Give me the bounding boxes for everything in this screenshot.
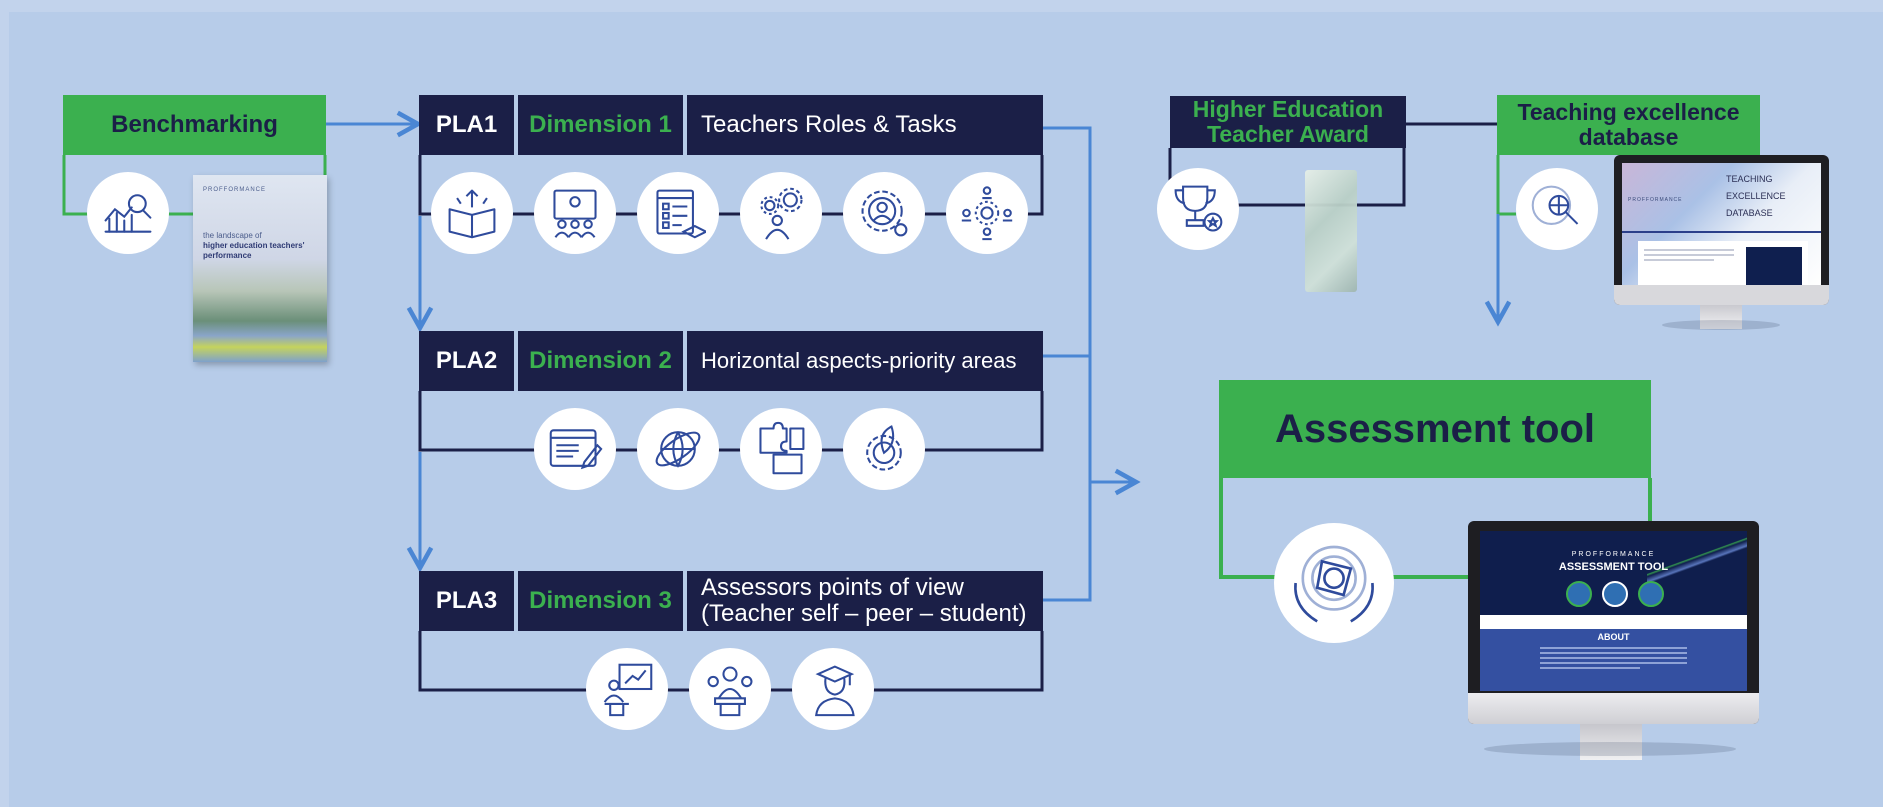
award-title: Higher Education Teacher Award <box>1170 96 1406 148</box>
dimension3-description: Assessors points of view (Teacher self –… <box>687 571 1043 631</box>
dimension1-description: Teachers Roles & Tasks <box>687 95 1043 155</box>
assessment-screen-button2 <box>1602 581 1628 607</box>
dimension3-description-line1: Assessors points of view <box>701 574 964 601</box>
assessment-monitor-shadow <box>1484 742 1736 756</box>
database-screen-image <box>1746 247 1802 285</box>
database-monitor-stand <box>1700 305 1742 329</box>
speaker-podium-icon <box>689 648 771 730</box>
assessment-monitor-stand <box>1580 724 1642 760</box>
pla2-label: PLA2 <box>419 331 514 391</box>
benchmarking-report-cover: PROFFORMANCE the landscape of higher edu… <box>193 175 327 362</box>
database-title-line1: Teaching excellence <box>1517 99 1740 125</box>
gear-leaf-icon <box>843 408 925 490</box>
gear-person-icon <box>843 172 925 254</box>
graduate-icon <box>792 648 874 730</box>
top-border <box>0 0 1883 12</box>
dimension3-description-line2: (Teacher self – peer – student) <box>701 600 1027 627</box>
award-title-line1: Higher Education <box>1192 96 1384 122</box>
chart-magnifier-icon <box>87 172 169 254</box>
database-screen-content <box>1638 241 1808 285</box>
pla3-label: PLA3 <box>419 571 514 631</box>
globe-search-icon <box>1516 168 1598 250</box>
hands-target-icon <box>1274 523 1394 643</box>
report-brand: PROFFORMANCE <box>203 187 266 193</box>
report-line1: the landscape of <box>203 231 262 240</box>
database-monitor-line3: DATABASE <box>1726 208 1773 218</box>
glass-award-icon <box>1305 170 1357 292</box>
database-monitor-text: TEACHING EXCELLENCE DATABASE <box>1726 171 1786 222</box>
dimension2-description: Horizontal aspects-priority areas <box>687 331 1043 391</box>
assessment-monitor-brand: PROFFORMANCE <box>1571 551 1656 558</box>
database-screen-divider <box>1622 231 1821 233</box>
assessment-screen-button1 <box>1566 581 1592 607</box>
dimension2-label: Dimension 2 <box>518 331 683 391</box>
trophy-icon <box>1157 168 1239 250</box>
dimension1-label: Dimension 1 <box>518 95 683 155</box>
database-monitor: PROFFORMANCE TEACHING EXCELLENCE DATABAS… <box>1614 155 1829 305</box>
teacher-class-icon <box>534 172 616 254</box>
report-line3: performance <box>203 251 252 260</box>
network-people-icon <box>946 172 1028 254</box>
report-line2: higher education teachers' <box>203 241 305 250</box>
presenter-icon <box>586 648 668 730</box>
database-monitor-shadow <box>1662 320 1780 330</box>
assessment-screen: PROFFORMANCE ASSESSMENT TOOL ABOUT <box>1480 531 1747 691</box>
left-border <box>0 0 9 807</box>
open-book-icon <box>431 172 513 254</box>
database-monitor-line2: EXCELLENCE <box>1726 191 1786 201</box>
assessment-monitor-title: ASSESSMENT TOOL <box>1558 561 1669 573</box>
checklist-icon <box>637 172 719 254</box>
assessment-screen-button3 <box>1638 581 1664 607</box>
assessment-screen-decoration <box>1647 531 1747 601</box>
benchmarking-label: Benchmarking <box>63 95 326 155</box>
assessment-monitor-about: ABOUT <box>1597 632 1630 642</box>
database-title-line2: database <box>1578 124 1679 150</box>
globe-orbit-icon <box>637 408 719 490</box>
assessment-screen-band <box>1480 615 1747 629</box>
pla1-label: PLA1 <box>419 95 514 155</box>
assessment-screen-about-panel: ABOUT <box>1480 629 1747 691</box>
database-monitor-line1: TEACHING <box>1726 174 1773 184</box>
database-screen: PROFFORMANCE TEACHING EXCELLENCE DATABAS… <box>1622 163 1821 285</box>
puzzle-icon <box>740 408 822 490</box>
database-title: Teaching excellence database <box>1497 95 1760 155</box>
assessment-monitor-chin <box>1468 693 1759 724</box>
database-monitor-brand: PROFFORMANCE <box>1628 197 1683 203</box>
award-title-line2: Teacher Award <box>1207 121 1369 147</box>
database-monitor-chin <box>1614 285 1829 305</box>
assessment-monitor: PROFFORMANCE ASSESSMENT TOOL ABOUT <box>1468 521 1759 724</box>
dimension3-label: Dimension 3 <box>518 571 683 631</box>
assessment-title: Assessment tool <box>1219 380 1651 478</box>
gears-person-icon <box>740 172 822 254</box>
web-browser-icon <box>534 408 616 490</box>
